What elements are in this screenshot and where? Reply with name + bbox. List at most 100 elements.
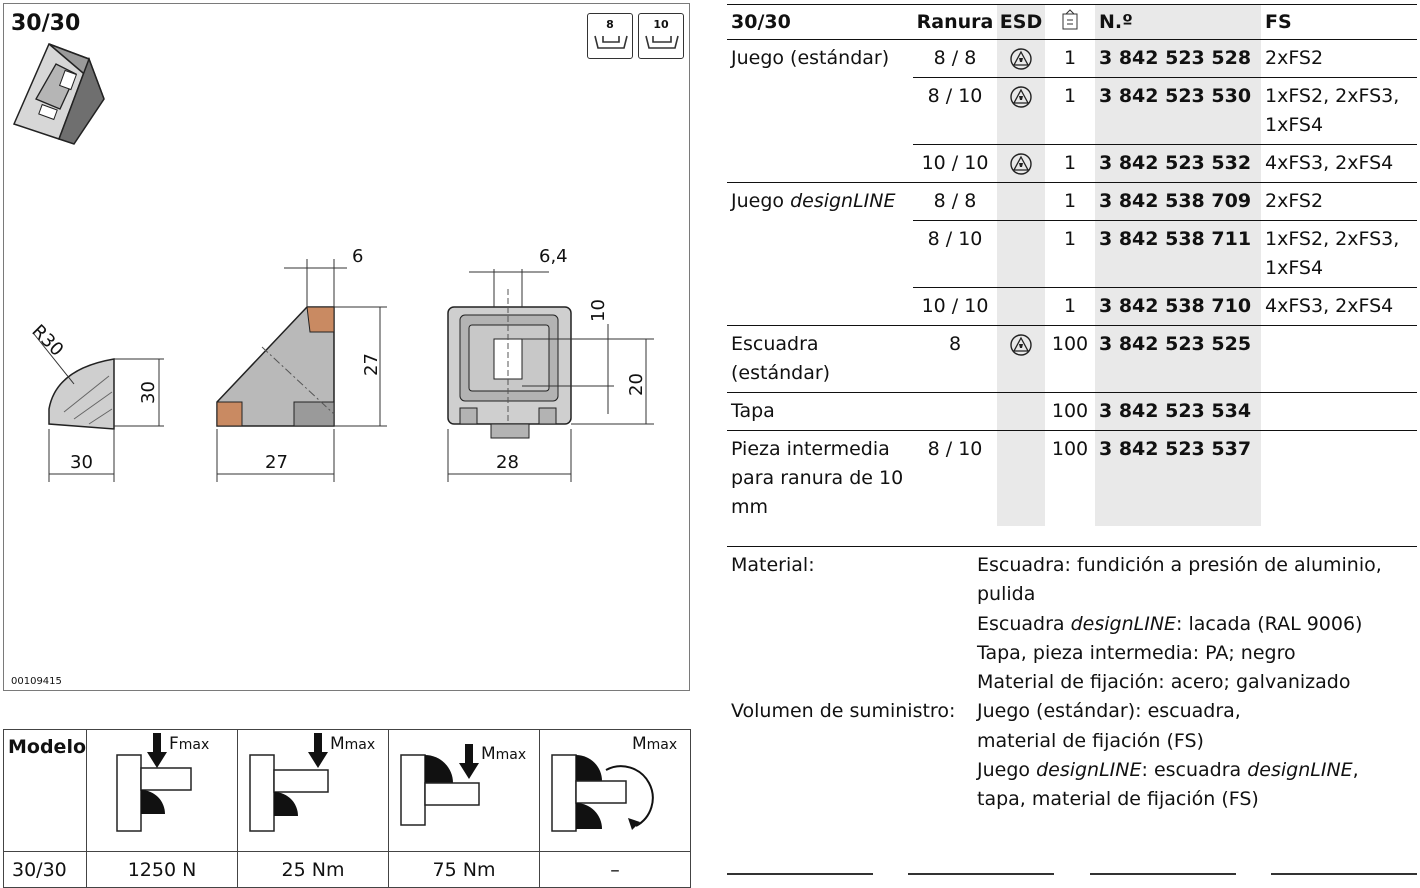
table-row: Juego designLINE 8 / 8 1 3 842 538 709 2… [727,182,1417,326]
group-label: Tapa [727,392,913,431]
moment-diagram-3-icon [551,754,654,832]
moment-diagram-1-icon [249,733,329,832]
esd-cell [997,220,1045,288]
load-moment-2-header: Mmax [388,729,540,852]
part-number: 3 842 523 537 [1095,430,1261,526]
load-force-header: Fmax [86,729,238,852]
qty-cell: 100 [1045,392,1095,431]
divider [908,873,1054,875]
col-header-type: 30/30 [727,4,913,40]
fs-cell: 1xFS2, 2xFS3, 1xFS4 [1261,220,1417,288]
col-header-number: N.º [1095,4,1261,40]
dim-side-height: 30 [138,381,159,404]
slot-cell: 8 / 10 [913,77,997,145]
group-label: Juego (estándar) [727,39,913,183]
group-label: Escuadra (estándar) [727,325,913,393]
slot-cell: 10 / 10 [913,144,997,183]
material-line-designline: Escuadra designLINE: lacada (RAL 9006) [977,612,1363,635]
end-view [447,269,654,482]
load-value-mmax-1: 25 Nm [237,851,389,888]
fs-cell [1261,392,1417,431]
spec-table-header: 30/30 Ranura ESD N.º FS [727,4,1417,40]
esd-cell [997,182,1045,221]
qty-cell: 1 [1045,220,1095,288]
group-label: Juego designLINE [727,182,913,326]
slot-10-icon: 10 [638,13,684,59]
part-number: 3 842 523 525 [1095,325,1261,393]
table-row: 10 / 10 1 3 842 538 710 4xFS3, 2xFS4 [727,287,1417,326]
dim-end-slot: 10 [588,299,609,322]
material-line-tapa: Tapa, pieza intermedia: PA; negro [977,641,1296,664]
dim-end-top: 6,4 [539,246,568,267]
qty-cell: 100 [1045,430,1095,526]
table-row: Tapa 100 3 842 523 534 [727,392,1417,431]
supply-line: material de fijación (FS) [977,729,1204,752]
esd-icon [1010,333,1032,356]
table-row: 8 / 10 1 3 842 523 530 1xFS2, 2xFS3, 1xF… [727,77,1417,145]
drawing-title: 30/30 [11,11,81,36]
qty-cell: 100 [1045,325,1095,393]
part-number: 3 842 523 534 [1095,392,1261,431]
front-view [216,259,387,482]
part-number: 3 842 523 530 [1095,77,1261,145]
group-label: Pieza intermedia para ranura de 10 mm [727,430,913,526]
material-line: Escuadra: fundición a presión de alumini… [977,554,1382,576]
dim-front-width: 27 [265,452,288,473]
product-thumbnail [12,43,105,145]
force-diagram-icon [116,733,192,832]
material-line-fixing: Material de fijación: acero; galvanizado [977,671,1351,694]
package-icon [1062,8,1078,29]
load-label-mmax-2: Mmax [481,744,527,764]
esd-cell [997,392,1045,431]
table-row: 8 / 10 1 3 842 538 711 1xFS2, 2xFS3, 1xF… [727,220,1417,288]
dim-radius: R30 [27,321,67,361]
spec-table: 30/30 Ranura ESD N.º FS Juego (estándar)… [727,4,1417,526]
slot-cell [913,392,997,431]
esd-cell [997,77,1045,145]
col-header-esd: ESD [997,4,1045,40]
load-value-mmax-3: – [539,851,691,888]
esd-cell [997,325,1045,393]
slot-cell: 8 / 10 [913,430,997,526]
load-model-value: 30/30 [3,851,87,888]
col-header-qty [1045,4,1095,40]
dim-side-width: 30 [70,452,93,473]
fs-cell [1261,430,1417,526]
esd-cell [997,430,1045,526]
supply-label: Volumen de suministro: [731,700,956,723]
slot-cell: 8 [913,325,997,393]
fs-cell: 4xFS3, 2xFS4 [1261,287,1417,326]
esd-cell [997,39,1045,78]
supply-line: tapa, material de fijación (FS) [977,788,1259,811]
material-label: Material: [731,554,815,576]
col-header-fs: FS [1261,4,1417,40]
fs-cell: 1xFS2, 2xFS3, 1xFS4 [1261,77,1417,145]
table-row: Escuadra (estándar) 8 100 3 842 523 525 [727,325,1417,393]
esd-icon [1010,47,1032,70]
esd-icon [1010,152,1032,175]
divider [1090,873,1236,875]
esd-cell [997,287,1045,326]
col-header-slot: Ranura [913,4,997,40]
table-row: 10 / 10 1 3 842 523 532 4xFS3, 2xFS4 [727,144,1417,183]
part-number: 3 842 538 710 [1095,287,1261,326]
part-number: 3 842 523 528 [1095,39,1261,78]
load-label-fmax: Fmax [169,734,210,754]
load-label-mmax-1: Mmax [330,734,376,754]
part-number: 3 842 523 532 [1095,144,1261,183]
spec-section: 30/30 Ranura ESD N.º FS Juego (estándar)… [727,4,1417,526]
technical-drawing: R30 30 30 6 27 27 6,4 10 20 28 [12,43,654,482]
qty-cell: 1 [1045,182,1095,221]
dim-front-height: 27 [361,353,382,376]
divider [1271,873,1417,875]
slot-cell: 8 / 10 [913,220,997,288]
dim-end-width: 28 [496,452,519,473]
table-row: Pieza intermedia para ranura de 10 mm 8 … [727,430,1417,526]
fs-cell [1261,325,1417,393]
fs-cell: 2xFS2 [1261,39,1417,78]
part-number: 3 842 538 709 [1095,182,1261,221]
qty-cell: 1 [1045,287,1095,326]
load-value-mmax-2: 75 Nm [388,851,540,888]
load-label-mmax-3: Mmax [632,734,678,754]
slot-cell: 8 / 8 [913,39,997,78]
